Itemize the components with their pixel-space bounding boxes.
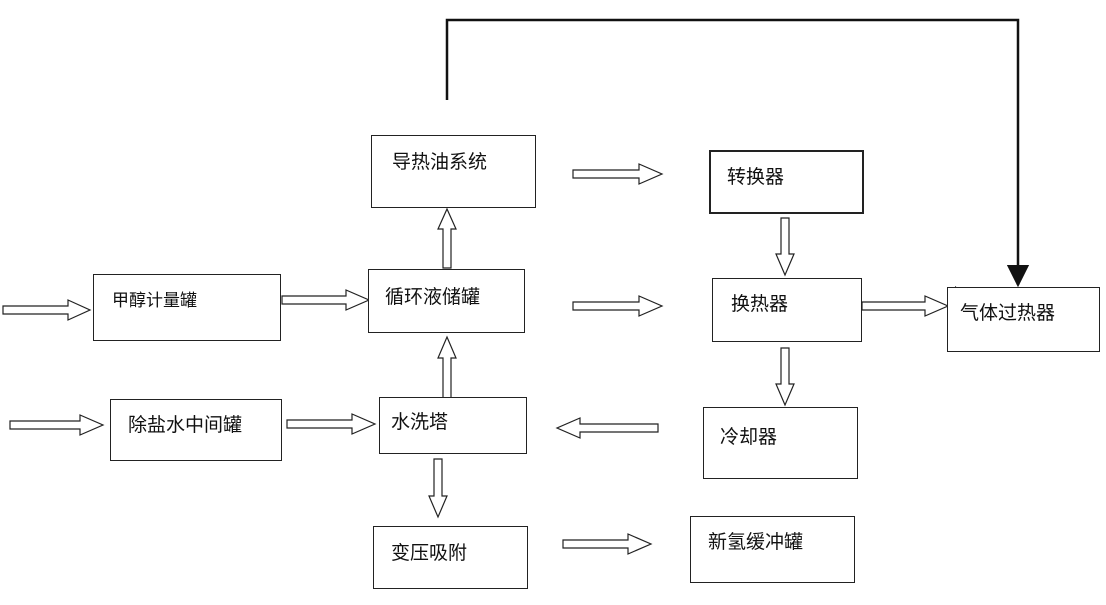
arrow-exchanger-to-cooler xyxy=(775,347,795,407)
node-conduction-oil-system-label: 导热油系统 xyxy=(392,151,488,173)
node-heat-exchanger-label: 换热器 xyxy=(731,293,789,315)
arrow-input-to-desalted-tank xyxy=(9,414,105,436)
arrow-oil-to-converter xyxy=(572,163,664,185)
node-methanol-metering-tank-label: 甲醇计量罐 xyxy=(112,291,197,311)
node-water-wash-tower: 水洗塔 xyxy=(379,397,527,454)
arrow-cooler-to-washtower xyxy=(555,417,659,439)
node-circulating-liquid-tank-label: 循环液储罐 xyxy=(385,286,481,308)
node-pressure-swing-adsorption: 变压吸附 xyxy=(373,526,528,589)
arrow-methanol-to-circulating xyxy=(281,289,371,311)
node-cooler: 冷却器 xyxy=(703,407,858,479)
node-pressure-swing-adsorption-label: 变压吸附 xyxy=(391,542,468,564)
node-heat-exchanger: 换热器 xyxy=(712,278,862,342)
arrow-washtower-to-circulating xyxy=(437,335,457,399)
node-new-hydrogen-buffer-tank-label: 新氢缓冲罐 xyxy=(708,531,804,553)
node-converter-label: 转换器 xyxy=(727,166,785,188)
node-conduction-oil-system: 导热油系统 xyxy=(371,135,536,208)
arrow-exchanger-to-superheater xyxy=(861,295,950,317)
node-water-wash-tower-label: 水洗塔 xyxy=(391,411,449,433)
node-desalted-water-tank: 除盐水中间罐 xyxy=(110,399,282,461)
node-desalted-water-tank-label: 除盐水中间罐 xyxy=(128,414,243,436)
arrow-converter-to-exchanger xyxy=(775,217,795,277)
arrow-input-to-methanol-tank xyxy=(2,299,92,321)
node-circulating-liquid-tank: 循环液储罐 xyxy=(368,269,525,333)
arrow-washtower-to-psa xyxy=(428,458,448,519)
arrow-circulating-to-exchanger xyxy=(572,295,664,317)
arrow-desalted-to-washtower xyxy=(286,413,377,435)
node-new-hydrogen-buffer-tank: 新氢缓冲罐 xyxy=(690,516,855,583)
arrow-psa-to-buffer xyxy=(562,533,653,555)
line-oil-to-superheater xyxy=(445,18,1030,288)
node-gas-superheater: 气体过热器 xyxy=(947,287,1100,352)
node-converter: 转换器 xyxy=(709,150,864,214)
node-gas-superheater-label: 气体过热器 xyxy=(960,302,1056,324)
node-cooler-label: 冷却器 xyxy=(720,426,778,448)
arrow-circulating-to-oil-system xyxy=(437,207,457,269)
node-methanol-metering-tank: 甲醇计量罐 xyxy=(93,274,281,341)
